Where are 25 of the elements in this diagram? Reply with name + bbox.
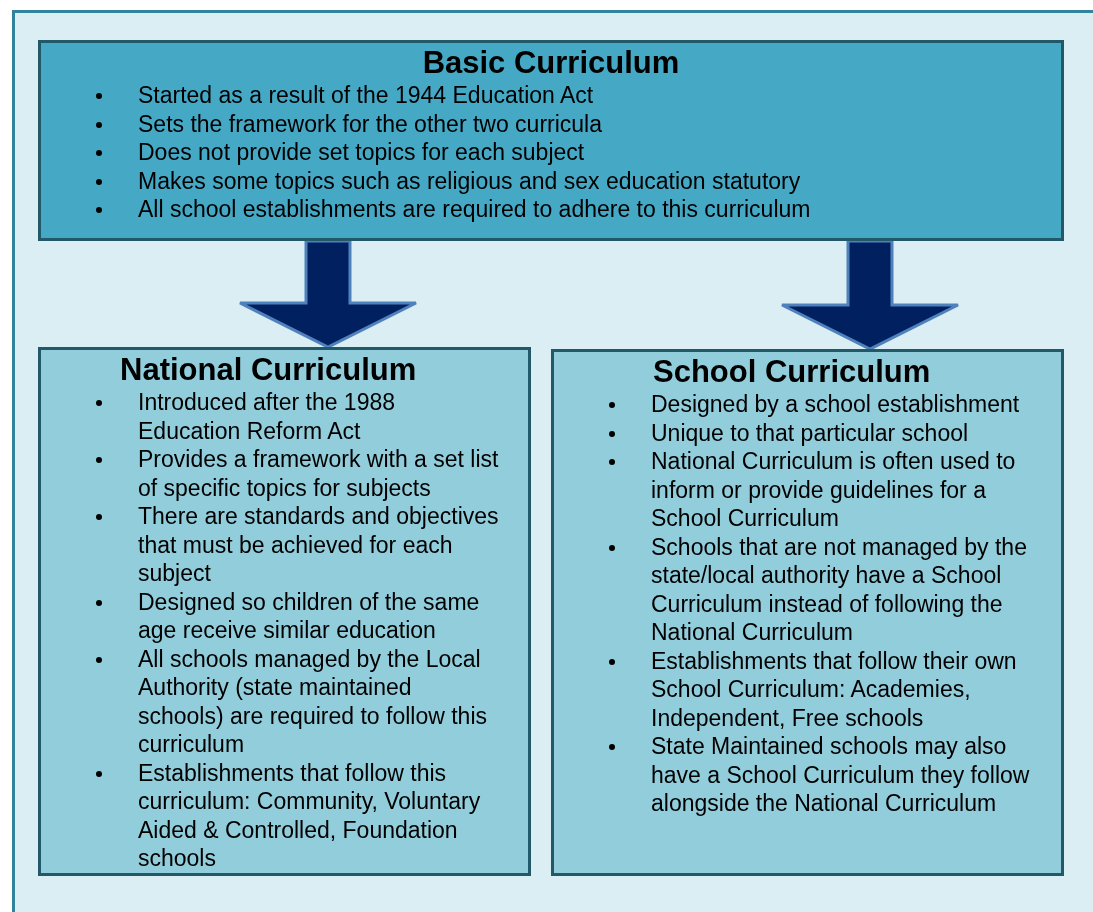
bullet-text: All school establishments are required to adhere to this curriculum [138, 195, 812, 224]
bullet-text: Schools that are not managed by the state/local authority have a School Curriculum instead of following the National Curriculum [651, 532, 1028, 647]
bullet-text: Provides a framework with a set list of specific topics for subjects [138, 445, 500, 502]
box-heading: National Curriculum [119, 352, 418, 388]
curriculum-box [38, 40, 1064, 241]
bullet-text: There are standards and objectives that must be achieved for each subject [138, 502, 500, 588]
bullet-text: Unique to that particular school [651, 418, 970, 447]
bullet-text: Sets the framework for the other two curricula [138, 109, 604, 138]
bullet-text: Does not provide set topics for each subject [138, 138, 586, 167]
bullet-text: All schools managed by the Local Authority (state maintained schools) are required to follow this curriculum [138, 644, 488, 759]
bullet-text: Makes some topics such as religious and sex education statutory [138, 166, 802, 195]
curriculum-box [38, 347, 531, 876]
block-arrow [780, 239, 960, 351]
bullet-text: Establishments that follow this curriculum: Community, Voluntary Aided & Controlled, Foundation schools [138, 758, 482, 873]
box-heading: Basic Curriculum [421, 45, 681, 81]
box-heading: School Curriculum [652, 354, 932, 390]
bullet-text: National Curriculum is often used to inform or provide guidelines for a School Curriculum [651, 447, 1017, 533]
bullet-text: Introduced after the 1988 Education Reform Act [138, 388, 397, 445]
bullet-text: Designed by a school establishment [651, 390, 1021, 419]
bullet-text: Establishments that follow their own School Curriculum: Academies, Independent, Free schools [651, 646, 1018, 732]
block-arrow [238, 239, 418, 349]
bullet-text: Started as a result of the 1944 Education Act [138, 81, 595, 110]
curriculum-box [551, 349, 1064, 876]
bullet-text: State Maintained schools may also have a School Curriculum they follow alongside the National Curriculum [651, 732, 1031, 818]
bullet-text: Designed so children of the same age receive similar education [138, 587, 481, 645]
